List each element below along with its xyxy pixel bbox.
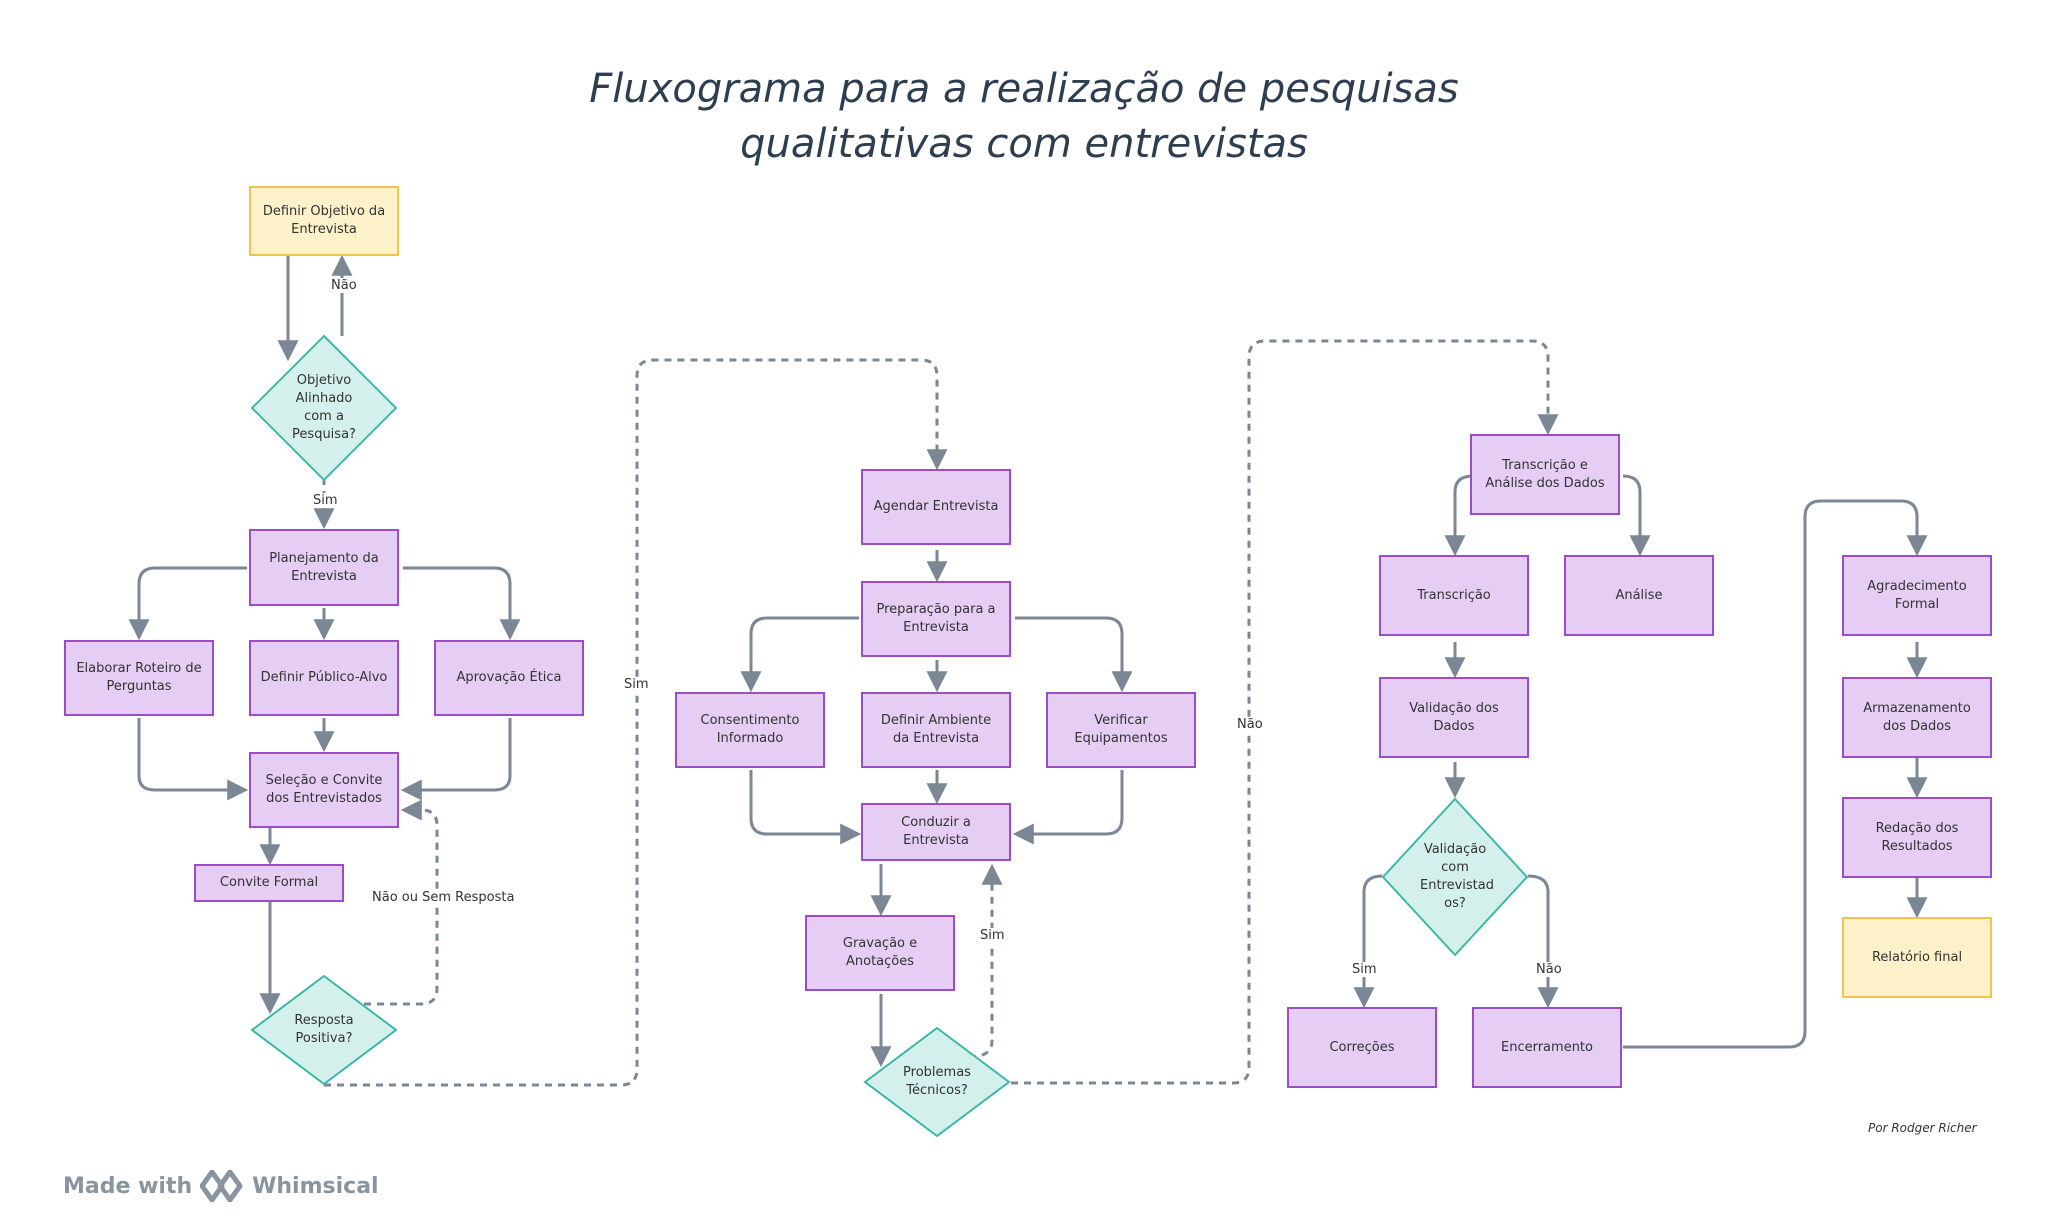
decision-text: Resposta Positiva? [294, 1013, 354, 1046]
edge-sim-resposta-to-agendar [324, 358, 948, 1087]
node-convite-formal[interactable]: Convite Formal [194, 864, 344, 902]
node-definir-objetivo[interactable]: Definir Objetivo da Entrevista [249, 186, 399, 256]
edge-label-nao-resposta: Não ou Sem Resposta [370, 890, 517, 905]
edge-ta-to-analise [1622, 474, 1651, 557]
author-credit: Por Rodger Richer [1868, 1121, 1977, 1135]
edge-sim-to-correcoes [1353, 874, 1383, 1009]
node-gravacao[interactable]: Gravação e Anotações [805, 915, 955, 991]
node-armazenamento[interactable]: Armazenamento dos Dados [1842, 677, 1992, 758]
decision-validacao-entrevistados[interactable]: Validação com Entrevistad os? [1381, 797, 1529, 957]
edge-ta-to-transcricao [1444, 474, 1474, 557]
node-transcricao[interactable]: Transcrição [1379, 555, 1529, 636]
node-elaborar-roteiro[interactable]: Elaborar Roteiro de Perguntas [64, 640, 214, 716]
decision-problemas-tecnicos[interactable]: Problemas Técnicos? [863, 1026, 1011, 1174]
decision-text: Problemas Técnicos? [903, 1065, 971, 1098]
node-agendar[interactable]: Agendar Entrevista [861, 469, 1011, 545]
edge-label-sim-validacao: Sim [1350, 962, 1379, 977]
edge-etica-to-selecao [400, 718, 512, 801]
whimsical-logo-icon [200, 1170, 243, 1202]
edge-nao-to-encerramento [1527, 874, 1559, 1009]
edge-nao-problemas-to-transcricao [1011, 339, 1559, 1085]
diamond-shape [863, 1026, 1011, 1138]
node-verificar-equipamentos[interactable]: Verificar Equipamentos [1046, 692, 1196, 768]
diagram-title-line-1: Fluxograma para a realização de pesquisa… [589, 66, 1459, 112]
whimsical-brand[interactable]: Made with Whimsical [63, 1170, 379, 1202]
node-selecao-convite[interactable]: Seleção e Convite dos Entrevistados [249, 752, 399, 828]
edge-encerramento-to-agradecimento [1623, 499, 1928, 1049]
edge-label-sim-resposta: Sim [622, 677, 651, 692]
diagram-title-line-2: qualitativas com entrevistas [740, 121, 1308, 167]
node-relatorio-final[interactable]: Relatório final [1842, 917, 1992, 998]
diamond-shape [250, 334, 398, 482]
edge-label-nao-problemas: Não [1235, 717, 1265, 732]
edge-label-nao-objetivo: Não [329, 278, 359, 293]
edge-prep-to-equipamentos [1015, 616, 1133, 693]
edge-roteiro-to-selecao [137, 718, 249, 801]
node-definir-publico[interactable]: Definir Público-Alvo [249, 640, 399, 716]
node-agradecimento[interactable]: Agradecimento Formal [1842, 555, 1992, 636]
decision-objetivo-alinhado[interactable]: Objetivo Alinhado com a Pesquisa? [250, 334, 398, 482]
node-consentimento[interactable]: Consentimento Informado [675, 692, 825, 768]
edge-plan-to-etica [403, 566, 521, 641]
node-validacao-dados[interactable]: Validação dos Dados [1379, 677, 1529, 758]
node-analise[interactable]: Análise [1564, 555, 1714, 636]
edge-label-nao-validacao: Não [1534, 962, 1564, 977]
node-conduzir[interactable]: Conduzir a Entrevista [861, 803, 1011, 861]
node-transcricao-analise[interactable]: Transcrição e Análise dos Dados [1470, 434, 1620, 515]
decision-text: Objetivo Alinhado com a Pesquisa? [292, 373, 356, 442]
edge-prep-to-consentimento [740, 616, 859, 693]
edge-nao-resposta-to-selecao [364, 799, 439, 1006]
edge-consentimento-to-conduzir [749, 770, 862, 845]
edge-equipamentos-to-conduzir [1012, 770, 1124, 845]
whimsical-name: Whimsical [252, 1173, 379, 1199]
diamond-shape [250, 974, 398, 1086]
edge-label-sim-objetivo: Sim [311, 493, 340, 508]
node-aprovacao-etica[interactable]: Aprovação Ética [434, 640, 584, 716]
made-with-text: Made with [63, 1173, 193, 1199]
decision-text: Validação com Entrevistad os? [1420, 842, 1495, 911]
node-definir-ambiente[interactable]: Definir Ambiente da Entrevista [861, 692, 1011, 768]
edge-label-sim-problemas: Sim [978, 928, 1007, 943]
node-encerramento[interactable]: Encerramento [1472, 1007, 1622, 1088]
node-planejamento[interactable]: Planejamento da Entrevista [249, 529, 399, 606]
diamond-shape [1381, 797, 1529, 957]
node-correcoes[interactable]: Correções [1287, 1007, 1437, 1088]
edge-plan-to-roteiro [128, 566, 247, 641]
node-redacao[interactable]: Redação dos Resultados [1842, 797, 1992, 878]
decision-resposta-positiva[interactable]: Resposta Positiva? [250, 974, 398, 1122]
node-preparacao[interactable]: Preparação para a Entrevista [861, 581, 1011, 657]
